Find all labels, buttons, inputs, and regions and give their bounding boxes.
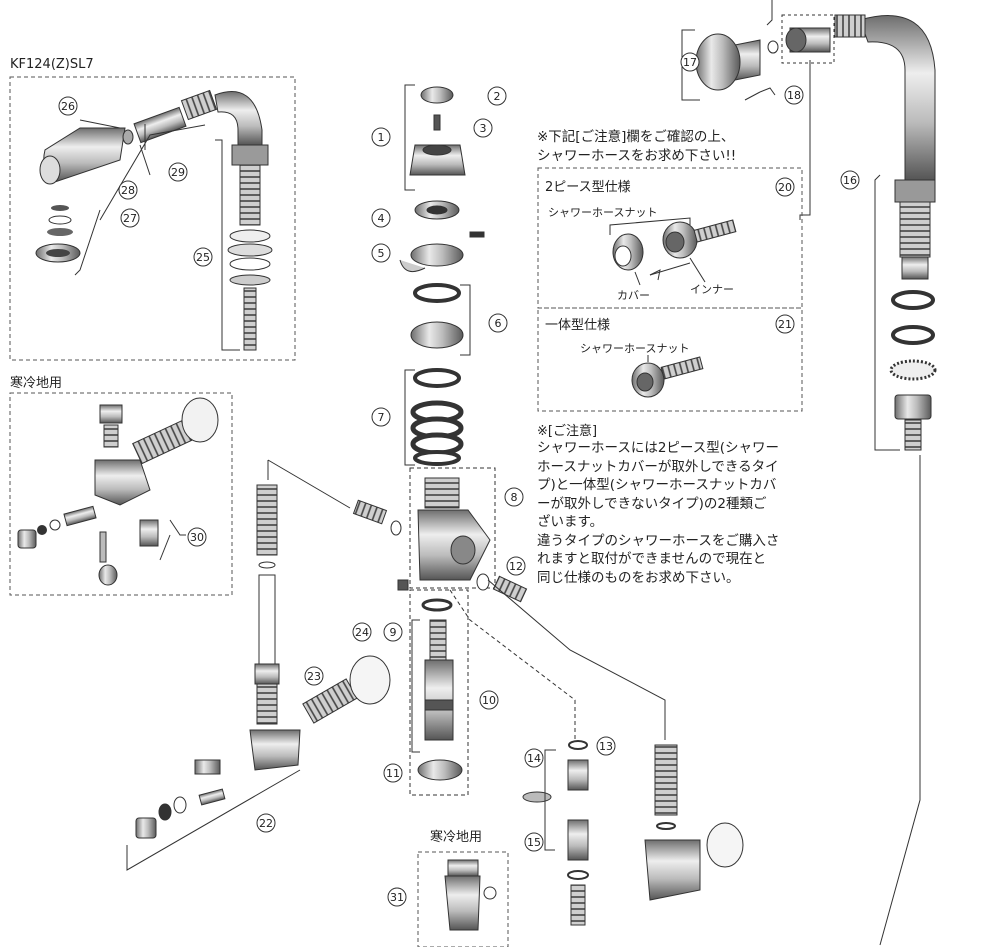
cold-region-box-top: [9, 392, 233, 596]
callout-number-4: 4: [378, 212, 385, 225]
callout-circle-24: [352, 622, 372, 642]
callout-number-25: 25: [196, 251, 210, 264]
left-supply-assembly: [135, 484, 391, 839]
callout-number-21: 21: [778, 318, 792, 331]
callout-circle-17: [680, 52, 700, 72]
callout-circle-28: [118, 180, 138, 200]
callout-number-7: 7: [378, 411, 385, 424]
callout-circle-18: [784, 85, 804, 105]
part-31: [444, 859, 497, 931]
callout-number-2: 2: [494, 90, 501, 103]
cold-region-parts-30: [17, 397, 219, 586]
caution-heading: ※[ご注意]: [537, 424, 598, 439]
cold-region-label-bottom: 寒冷地用: [430, 830, 483, 845]
notice-top: ※下記[ご注意]欄をご確認の上、 シャワーホースをお求め下さい!!: [537, 129, 737, 164]
callout-number-5: 5: [378, 247, 385, 260]
two-piece-nut-label: シャワーホースナット: [548, 206, 658, 219]
callout-circle-6: [488, 313, 508, 333]
callout-circle-10: [479, 690, 499, 710]
kf124-box: [9, 76, 296, 361]
callout-number-14: 14: [527, 752, 541, 765]
callout-circle-8: [504, 487, 524, 507]
callout-number-31: 31: [390, 891, 404, 904]
callout-circle-12: [506, 556, 526, 576]
callout-number-13: 13: [599, 740, 613, 753]
spout-25: [214, 91, 273, 351]
callout-circle-20: [775, 177, 795, 197]
callout-circle-16: [840, 170, 860, 190]
callout-number-29: 29: [171, 166, 185, 179]
callout-number-12: 12: [509, 560, 523, 573]
one-piece-nut-label: シャワーホースナット: [580, 342, 690, 355]
callout-number-27: 27: [123, 212, 137, 225]
callout-number-17: 17: [683, 56, 697, 69]
callout-number-9: 9: [390, 626, 397, 639]
two-piece-parts: [609, 217, 737, 286]
one-piece-title: 一体型仕様: [545, 318, 611, 333]
right-spout-assembly: [695, 14, 937, 451]
callout-circle-2: [487, 86, 507, 106]
two-piece-inner-label: インナー: [690, 283, 734, 296]
callout-circle-1: [371, 127, 391, 147]
right-supply-assembly: [522, 740, 744, 926]
callout-circle-26: [58, 96, 78, 116]
callout-circle-23: [304, 666, 324, 686]
callout-circle-22: [256, 813, 276, 833]
callout-number-18: 18: [787, 89, 801, 102]
callout-circle-31: [387, 887, 407, 907]
callout-number-15: 15: [527, 836, 541, 849]
callout-circle-30: [187, 527, 207, 547]
callout-number-20: 20: [778, 181, 792, 194]
callout-circle-4: [371, 208, 391, 228]
callout-number-3: 3: [480, 122, 487, 135]
callout-number-1: 1: [378, 131, 385, 144]
side-fittings: [352, 499, 528, 603]
callout-number-11: 11: [386, 767, 400, 780]
callout-number-6: 6: [495, 317, 502, 330]
callout-circle-27: [120, 208, 140, 228]
two-piece-cover-label: カバー: [617, 289, 650, 302]
callout-number-30: 30: [190, 531, 204, 544]
callout-number-16: 16: [843, 174, 857, 187]
callout-number-22: 22: [259, 817, 273, 830]
callout-circle-15: [524, 832, 544, 852]
one-piece-parts: [631, 355, 704, 398]
callout-circle-9: [383, 622, 403, 642]
callout-number-8: 8: [511, 491, 518, 504]
callout-number-26: 26: [61, 100, 75, 113]
callout-number-23: 23: [307, 670, 321, 683]
callout-number-24: 24: [355, 626, 369, 639]
cold-region-box-bottom: [417, 851, 509, 947]
callout-circle-5: [371, 243, 391, 263]
model-label: KF124(Z)SL7: [10, 57, 94, 72]
callout-circle-7: [371, 407, 391, 427]
shower-head-26: [35, 127, 126, 263]
callout-number-28: 28: [121, 184, 135, 197]
hose-spec-boxes: [537, 167, 803, 412]
caution-body: シャワーホースには2ピース型(シャワー ホースナットカバーが取外しできるタイ プ…: [537, 440, 780, 586]
callout-circle-25: [193, 247, 213, 267]
central-stack: [397, 86, 491, 781]
hose-connector-29: [122, 89, 218, 145]
callout-number-10: 10: [482, 694, 496, 707]
callout-circle-13: [596, 736, 616, 756]
callout-circle-21: [775, 314, 795, 334]
cold-region-label-top: 寒冷地用: [10, 376, 63, 391]
callout-circle-29: [168, 162, 188, 182]
callout-circle-11: [383, 763, 403, 783]
callout-circle-3: [473, 118, 493, 138]
callout-circle-14: [524, 748, 544, 768]
two-piece-title: 2ピース型仕様: [545, 180, 631, 195]
